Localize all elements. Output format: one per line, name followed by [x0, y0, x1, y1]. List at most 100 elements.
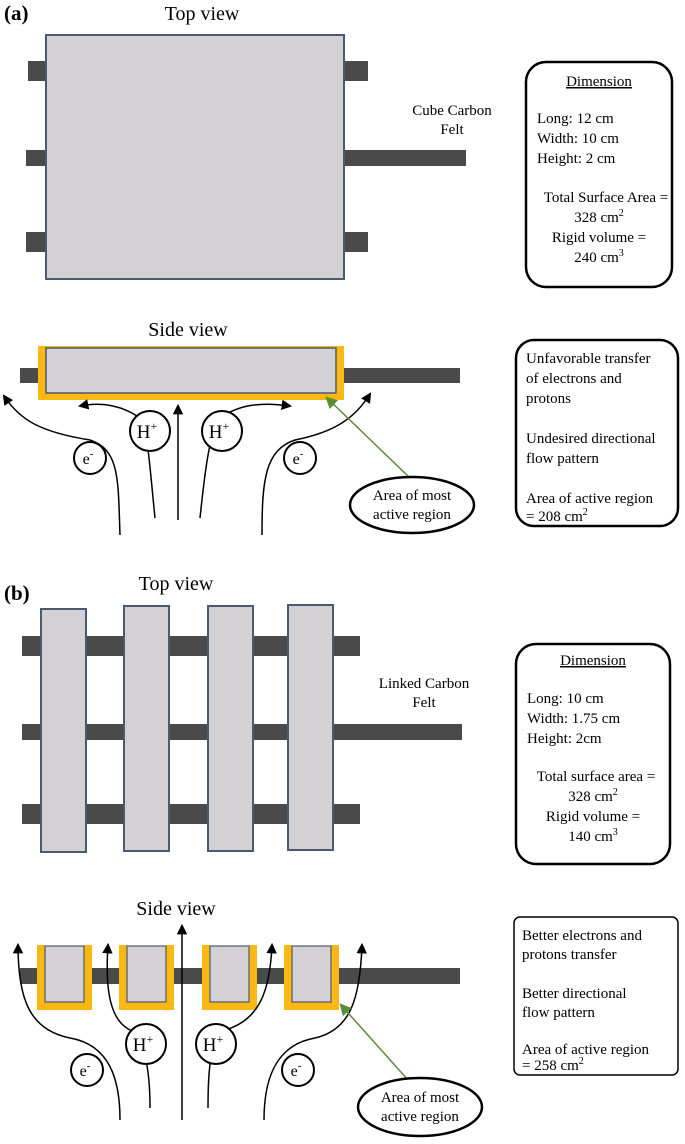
notes-line2: protons transfer — [522, 947, 617, 963]
linked-felt-strip — [40, 608, 87, 853]
rigid-volume-line1: Rigid volume = — [552, 230, 646, 246]
dimension-width: Width: 1.75 cm — [527, 711, 620, 727]
panel-a-notes-box: Unfavorable transfer of electrons and pr… — [514, 338, 680, 528]
proton-circle — [125, 1023, 167, 1065]
notes-line5: flow pattern — [526, 451, 599, 467]
rod-main — [342, 150, 466, 166]
rigid-volume-value: 140 cm3 — [568, 827, 618, 845]
panel-a-top-view-title: Top view — [165, 3, 240, 25]
callout-arrow — [325, 396, 411, 479]
dimension-heading: Dimension — [560, 653, 626, 669]
flow-arrow — [12, 942, 121, 1121]
notes-box-frame — [514, 338, 680, 528]
panel-a-dimension-box: Dimension Long: 12 cm Width: 10 cm Heigh… — [524, 60, 674, 289]
dimension-box-frame — [514, 642, 672, 866]
electron-label: e- — [80, 1060, 91, 1080]
electron-circle — [283, 441, 317, 475]
cube-carbon-felt-top — [45, 34, 345, 280]
callout-line2: active region — [381, 1109, 459, 1125]
rod-stub — [342, 232, 368, 252]
notes-line3: protons — [526, 391, 571, 407]
rod — [22, 804, 360, 824]
rod-stub — [26, 232, 48, 252]
proton-circle — [195, 1023, 237, 1065]
linked-felt-strip — [287, 604, 334, 851]
notes-line1: Better electrons and — [522, 928, 642, 944]
panel-b-label: (b) — [4, 581, 30, 605]
panel-a-label: (a) — [4, 1, 29, 25]
panel-a-top-rods — [26, 61, 466, 252]
callout-line1: Area of most — [381, 1090, 460, 1106]
panel-b-dimension-box: Dimension Long: 10 cm Width: 1.75 cm Hei… — [514, 642, 672, 866]
rod-stub — [342, 61, 368, 81]
panel-b-notes-box: Better electrons and protons transfer Be… — [513, 916, 679, 1076]
dimension-box-frame — [524, 60, 674, 289]
felt-label-line2: Felt — [440, 122, 464, 138]
surface-area-line1: Total Surface Area = — [544, 190, 668, 206]
notes-line2: of electrons and — [526, 371, 622, 387]
felt-label-line2: Felt — [412, 695, 436, 711]
notes-line4: Undesired directional — [526, 431, 656, 447]
rigid-volume-value: 240 cm3 — [574, 248, 624, 266]
felt-block-side — [209, 945, 250, 1003]
notes-line3: Better directional — [522, 986, 627, 1002]
proton-label: H+ — [209, 419, 230, 443]
panel-a-side-view-title: Side view — [148, 319, 228, 341]
active-region-outline — [119, 945, 174, 1010]
proton-label: H+ — [137, 419, 158, 443]
felt-block-side — [291, 945, 332, 1003]
callout-arrow — [339, 1003, 409, 1081]
surface-area-value: 328 cm2 — [568, 787, 618, 805]
flow-arrow — [102, 942, 151, 1109]
electron-label: e- — [291, 1060, 302, 1080]
callout-ellipse — [356, 1076, 484, 1138]
proton-circle — [129, 410, 171, 452]
rod-stub — [26, 150, 48, 166]
dimension-height: Height: 2 cm — [537, 151, 616, 167]
electron-label: e- — [83, 448, 94, 468]
rod — [22, 636, 360, 656]
dimension-long: Long: 12 cm — [537, 111, 614, 127]
felt-block-side — [44, 945, 85, 1003]
active-region-outline — [37, 945, 92, 1010]
notes-line6: Area of active region — [526, 491, 654, 507]
notes-line7: = 208 cm2 — [526, 507, 588, 525]
callout-line1: Area of most — [373, 488, 452, 504]
flow-arrow — [263, 942, 367, 1121]
panel-b-top-view-title: Top view — [139, 573, 214, 595]
notes-line4: flow pattern — [522, 1005, 595, 1021]
dimension-width: Width: 10 cm — [537, 131, 619, 147]
callout-line2: active region — [373, 507, 451, 523]
proton-label: H+ — [133, 1032, 154, 1056]
proton-circle — [201, 410, 243, 452]
electron-circle — [70, 1053, 104, 1087]
felt-block-side — [126, 945, 167, 1003]
surface-area-value: 328 cm2 — [574, 208, 624, 226]
felt-label-line1: Linked Carbon — [379, 676, 470, 692]
electron-label: e- — [293, 448, 304, 468]
linked-felt-strip — [207, 605, 254, 852]
dimension-heading: Dimension — [566, 74, 632, 90]
panel-a: (a) Top view Cube Carbon Felt Dimension … — [2, 1, 680, 536]
callout-ellipse — [348, 475, 476, 535]
notes-line6: = 258 cm2 — [522, 1056, 584, 1074]
notes-line1: Unfavorable transfer — [526, 351, 651, 367]
panel-b-felt-strips — [40, 604, 334, 853]
flow-arrow — [2, 394, 121, 536]
flow-arrow — [261, 392, 372, 536]
felt-label-line1: Cube Carbon — [412, 103, 492, 119]
linked-felt-strip — [123, 605, 170, 852]
notes-box-frame — [513, 916, 679, 1076]
active-region-outline — [284, 945, 339, 1010]
electron-circle — [281, 1053, 315, 1087]
active-region-outline — [202, 945, 257, 1010]
electron-circle — [73, 441, 107, 475]
panel-b: (b) Top view Linked Carbon Felt Dimensio… — [4, 573, 679, 1138]
rigid-volume-line1: Rigid volume = — [546, 809, 640, 825]
dimension-long: Long: 10 cm — [527, 691, 604, 707]
notes-line5: Area of active region — [522, 1042, 650, 1058]
cube-carbon-felt-side — [45, 347, 337, 394]
proton-label: H+ — [203, 1032, 224, 1056]
panel-b-side-blocks — [37, 945, 339, 1010]
